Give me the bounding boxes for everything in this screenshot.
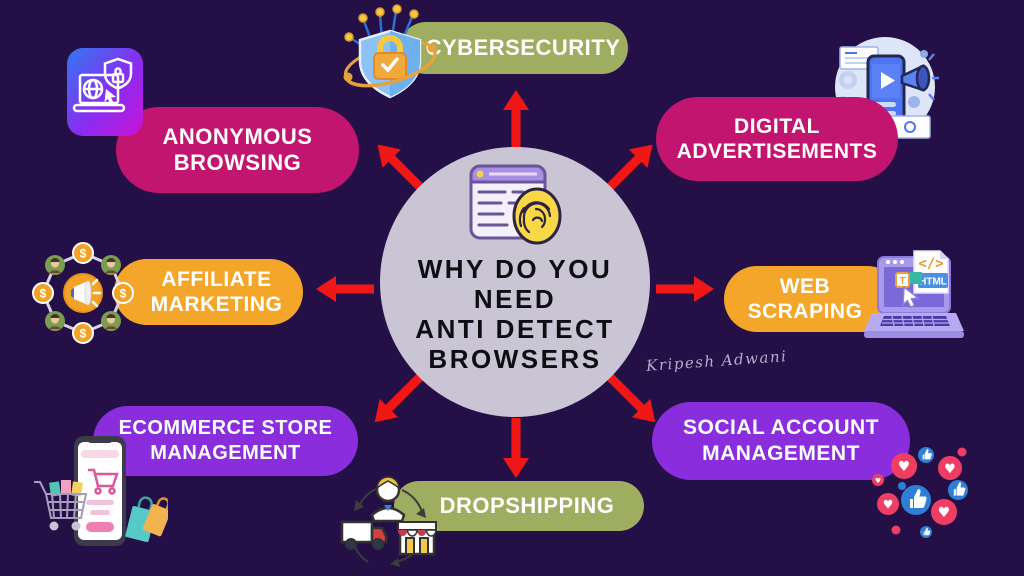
node-label: CYBERSECURITY (426, 35, 621, 61)
label-line: SOCIAL ACCOUNT (683, 416, 879, 439)
svg-text:♥: ♥ (898, 459, 911, 475)
svg-text:$: $ (80, 247, 87, 261)
svg-text:♥: ♥ (883, 498, 894, 512)
svg-text:</>: </> (918, 256, 943, 272)
node-ecommerce-store-management: ECOMMERCE STORE MANAGEMENT (93, 406, 358, 476)
delivery-cycle-icon (340, 476, 437, 567)
center-title: WHY DO YOU NEED ANTI DETECT BROWSERS (415, 254, 614, 374)
arrow-left-icon (316, 276, 374, 302)
label-line: WEB (779, 275, 831, 298)
node-label: WEB SCRAPING (748, 274, 863, 324)
arrow-up-right-icon (606, 144, 653, 191)
secure-laptop-icon (67, 48, 143, 136)
node-label: AFFILIATE MARKETING (151, 267, 283, 317)
label-line: AFFILIATE (161, 268, 272, 291)
svg-text:♥: ♥ (938, 505, 951, 521)
label-line: MANAGEMENT (702, 442, 860, 465)
referral-network-megaphone-icon: $ $ $ $ (32, 242, 134, 344)
node-label: DROPSHIPPING (440, 493, 615, 519)
label-line: DIGITAL (734, 115, 820, 138)
title-line: WHY DO YOU (417, 254, 613, 284)
social-reactions-icon: ♥ ♥ ♥ ♥ ♥ (872, 447, 968, 538)
label-line: BROWSING (173, 150, 302, 175)
svg-text:$: $ (40, 287, 47, 301)
svg-text:T: T (899, 276, 905, 287)
node-web-scraping: WEB SCRAPING (724, 266, 900, 332)
label-line: CYBERSECURITY (425, 35, 621, 60)
html-laptop-icon: </> HTML T (864, 250, 964, 338)
node-social-account-management: SOCIAL ACCOUNT MANAGEMENT (652, 402, 910, 480)
svg-text:♥: ♥ (944, 462, 956, 477)
arrow-right-icon (656, 276, 714, 302)
label-line: MARKETING (150, 293, 283, 316)
node-anonymous-browsing: ANONYMOUS BROWSING (116, 107, 359, 193)
label-line: ECOMMERCE STORE (118, 417, 333, 439)
center-hub: WHY DO YOU NEED ANTI DETECT BROWSERS (380, 147, 650, 417)
node-cybersecurity: CYBERSECURITY (400, 22, 628, 74)
label-line: ADVERTISEMENTS (676, 140, 878, 163)
arrow-down-left-icon (374, 373, 424, 423)
label-line: DROPSHIPPING (439, 493, 615, 518)
node-digital-advertisements: DIGITAL ADVERTISEMENTS (656, 97, 898, 181)
arrow-down-icon (503, 418, 529, 478)
node-label: ANONYMOUS BROWSING (163, 124, 313, 176)
label-line: ANONYMOUS (162, 124, 313, 149)
arrow-up-left-icon (377, 144, 424, 191)
svg-text:$: $ (80, 327, 87, 341)
node-affiliate-marketing: AFFILIATE MARKETING (114, 259, 303, 325)
node-label: SOCIAL ACCOUNT MANAGEMENT (683, 415, 879, 467)
node-label: ECOMMERCE STORE MANAGEMENT (119, 416, 333, 466)
shopping-phone-cart-icon (34, 436, 168, 546)
shield-padlock-icon (343, 4, 437, 99)
title-line: ANTI DETECT (415, 314, 615, 344)
svg-text:$: $ (120, 287, 127, 301)
svg-text:♥: ♥ (875, 477, 881, 485)
label-line: MANAGEMENT (150, 442, 301, 464)
browser-fingerprint-icon (469, 164, 562, 245)
node-label: DIGITAL ADVERTISEMENTS (677, 114, 878, 164)
arrow-up-icon (503, 90, 529, 150)
label-line: SCRAPING (747, 300, 863, 323)
arrow-down-right-icon (606, 373, 656, 423)
title-line: NEED (473, 284, 557, 314)
title-line: BROWSERS (428, 344, 602, 374)
svg-text:HTML: HTML (919, 277, 947, 288)
